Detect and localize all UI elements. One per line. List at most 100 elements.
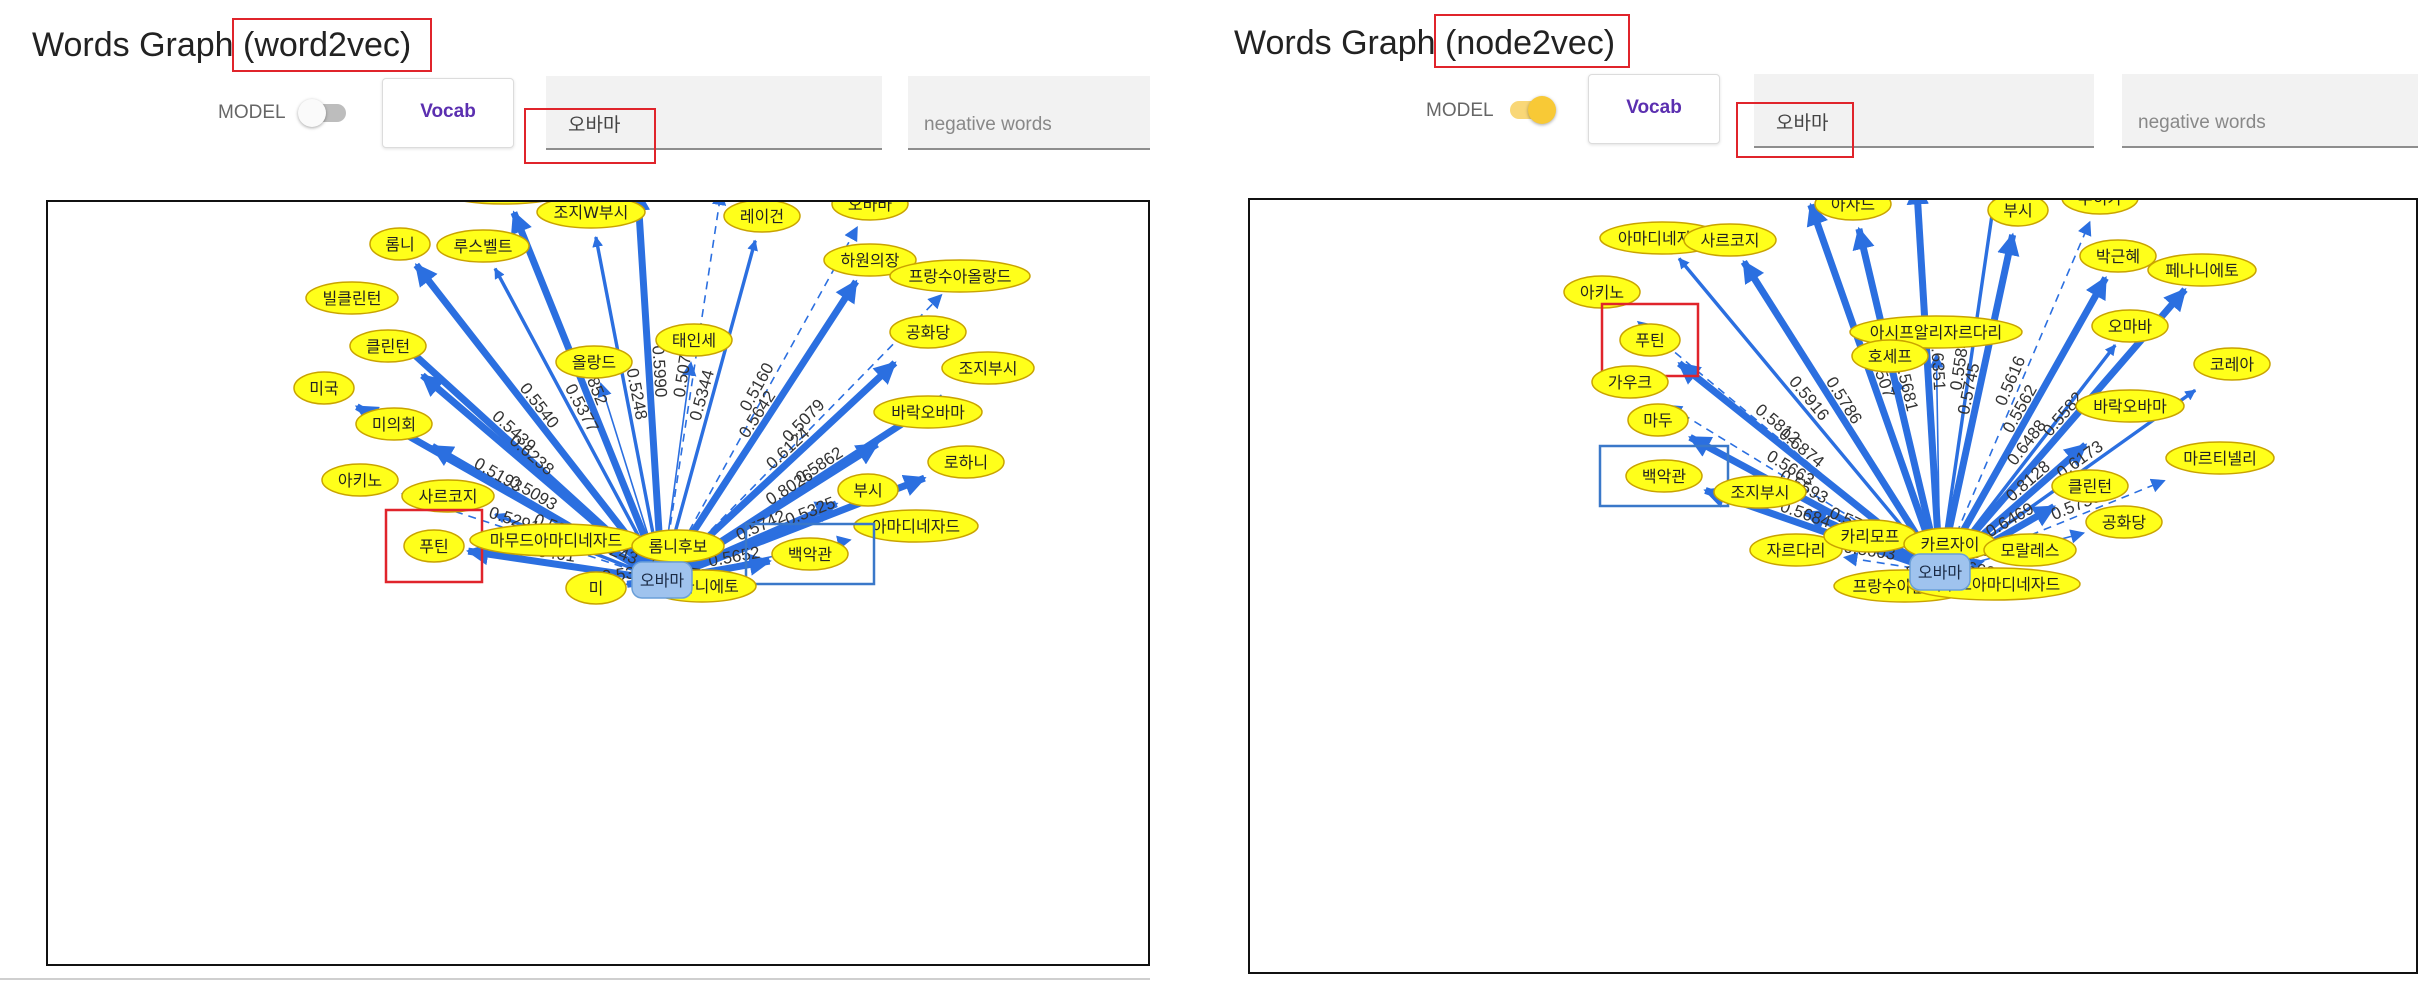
word-node[interactable]: 마무드아마디네자드: [469, 523, 643, 557]
node-ellipse: [889, 259, 1031, 293]
word-node[interactable]: 페나니에토: [2147, 253, 2257, 287]
node-label: 백악관: [788, 545, 832, 564]
node-ellipse: [771, 537, 849, 571]
node-ellipse: [401, 479, 495, 513]
model-toggle[interactable]: [1506, 96, 1558, 124]
word-node[interactable]: 박근혜: [2079, 239, 2157, 273]
node-label: 하원의장: [841, 251, 900, 270]
word-node[interactable]: 미의회: [355, 407, 433, 441]
node-label: 미의회: [372, 415, 416, 434]
word-node[interactable]: 아키노: [321, 463, 399, 497]
positive-words-value: 오바마: [1776, 113, 1829, 134]
word-node[interactable]: 사르코지: [1683, 223, 1777, 257]
node-label: 사르코지: [419, 487, 478, 506]
highlight-box-title: [1434, 14, 1630, 68]
word-node[interactable]: 부시: [1987, 200, 2049, 227]
word-node[interactable]: 푸틴: [1619, 323, 1681, 357]
word-node[interactable]: 사르코지: [401, 479, 495, 513]
word-node[interactable]: 아마디네자드: [853, 509, 979, 543]
word-node[interactable]: 백악관: [771, 537, 849, 571]
node-label: 태인세: [672, 331, 716, 350]
vocab-button[interactable]: Vocab: [382, 78, 514, 148]
graph-edge: [1939, 220, 2092, 573]
word-node[interactable]: 연방정부공무원: [434, 202, 574, 205]
word-node[interactable]: 클린턴: [349, 329, 427, 363]
word-node[interactable]: 태인세: [655, 323, 733, 357]
node-label: 클린턴: [366, 337, 410, 356]
node-ellipse: [349, 329, 427, 363]
word-node[interactable]: 무히카: [2061, 200, 2139, 215]
word-node[interactable]: 루스벨트: [436, 229, 530, 263]
model-toggle[interactable]: [298, 99, 350, 127]
negative-words-input[interactable]: negative words: [908, 76, 1150, 150]
word-node[interactable]: 조지부시: [1713, 475, 1807, 509]
word-node[interactable]: 로하니: [927, 445, 1005, 479]
word-node[interactable]: 오바바: [831, 202, 909, 221]
word-node[interactable]: 바락오바마: [873, 395, 983, 429]
bottom-border: [0, 978, 1150, 980]
node-ellipse: [655, 323, 733, 357]
graph-edge: [1936, 232, 2020, 573]
word-node[interactable]: 조지부시: [941, 351, 1035, 385]
word-node[interactable]: 아시프알리자르다리: [1849, 315, 2023, 349]
word-node[interactable]: 미국: [293, 371, 355, 405]
word-node[interactable]: 카리모프: [1823, 519, 1917, 553]
word-node[interactable]: 아키노: [1563, 275, 1641, 309]
word-node[interactable]: 레이건: [723, 202, 801, 233]
positive-words-input[interactable]: 오바마: [546, 76, 882, 150]
word-node[interactable]: 아사드: [1814, 200, 1892, 221]
node-ellipse: [1851, 339, 1929, 373]
negative-words-input[interactable]: negative words: [2122, 74, 2418, 148]
word-node[interactable]: 마르티넬리: [2165, 441, 2275, 475]
node-ellipse: [1713, 475, 1807, 509]
word-node[interactable]: 푸틴: [403, 529, 465, 563]
word-node[interactable]: 호세프: [1851, 339, 1929, 373]
word-node[interactable]: 자르다리: [1749, 533, 1843, 567]
center-node[interactable]: 오바마: [1909, 553, 1971, 591]
word-node[interactable]: 모랄레스: [1983, 533, 2077, 567]
node-label: 로하니: [944, 453, 988, 472]
node-label: 오마바: [2108, 317, 2152, 336]
word-node[interactable]: 올랑드: [555, 345, 633, 379]
word-node[interactable]: 하원의장: [823, 243, 917, 277]
word-node[interactable]: 카르자이: [1903, 527, 1997, 561]
word-node[interactable]: 공화당: [2085, 505, 2163, 539]
node-ellipse: [321, 463, 399, 497]
node-label: 카리모프: [1841, 527, 1900, 546]
node-label: 빌클린턴: [323, 289, 382, 308]
node-label: 조지부시: [959, 359, 1018, 378]
word-node[interactable]: 공화당: [889, 315, 967, 349]
node-ellipse: [1627, 403, 1689, 437]
positive-words-input[interactable]: 오바마: [1754, 74, 2094, 148]
word-node[interactable]: 백악관: [1625, 459, 1703, 493]
word-node[interactable]: 조지W부시: [536, 202, 646, 229]
word-node[interactable]: 빌클린턴: [305, 281, 399, 315]
word-node[interactable]: 마두: [1627, 403, 1689, 437]
word-node[interactable]: 코레아: [2193, 347, 2271, 381]
toggle-knob: [298, 99, 326, 127]
node-ellipse: [1683, 223, 1777, 257]
node-label: 백악관: [1642, 467, 1686, 486]
center-node-box: [1909, 553, 1971, 591]
word-node[interactable]: 롬니: [369, 227, 431, 261]
word-node[interactable]: 바락오바마: [2075, 389, 2185, 423]
vocab-button[interactable]: Vocab: [1588, 74, 1720, 144]
center-node[interactable]: 오바마: [631, 561, 693, 599]
word-node[interactable]: 롬니후보: [631, 529, 725, 563]
node-ellipse: [837, 473, 899, 507]
word-node[interactable]: 미: [565, 571, 627, 605]
word-node[interactable]: 가우크: [1591, 365, 1669, 399]
word-node[interactable]: 오마바: [2091, 309, 2169, 343]
node-label: 페나니에토: [2165, 261, 2239, 280]
center-node-label: 오바마: [1918, 563, 1962, 582]
word-node[interactable]: 클린턴: [2051, 469, 2129, 503]
word-node[interactable]: 프랑수아올랑드: [889, 259, 1031, 293]
word-node[interactable]: 부시: [837, 473, 899, 507]
negative-words-placeholder: negative words: [2138, 112, 2266, 133]
node-label: 아시프알리자르다리: [1870, 323, 2002, 342]
center-node-label: 오바마: [640, 571, 684, 590]
